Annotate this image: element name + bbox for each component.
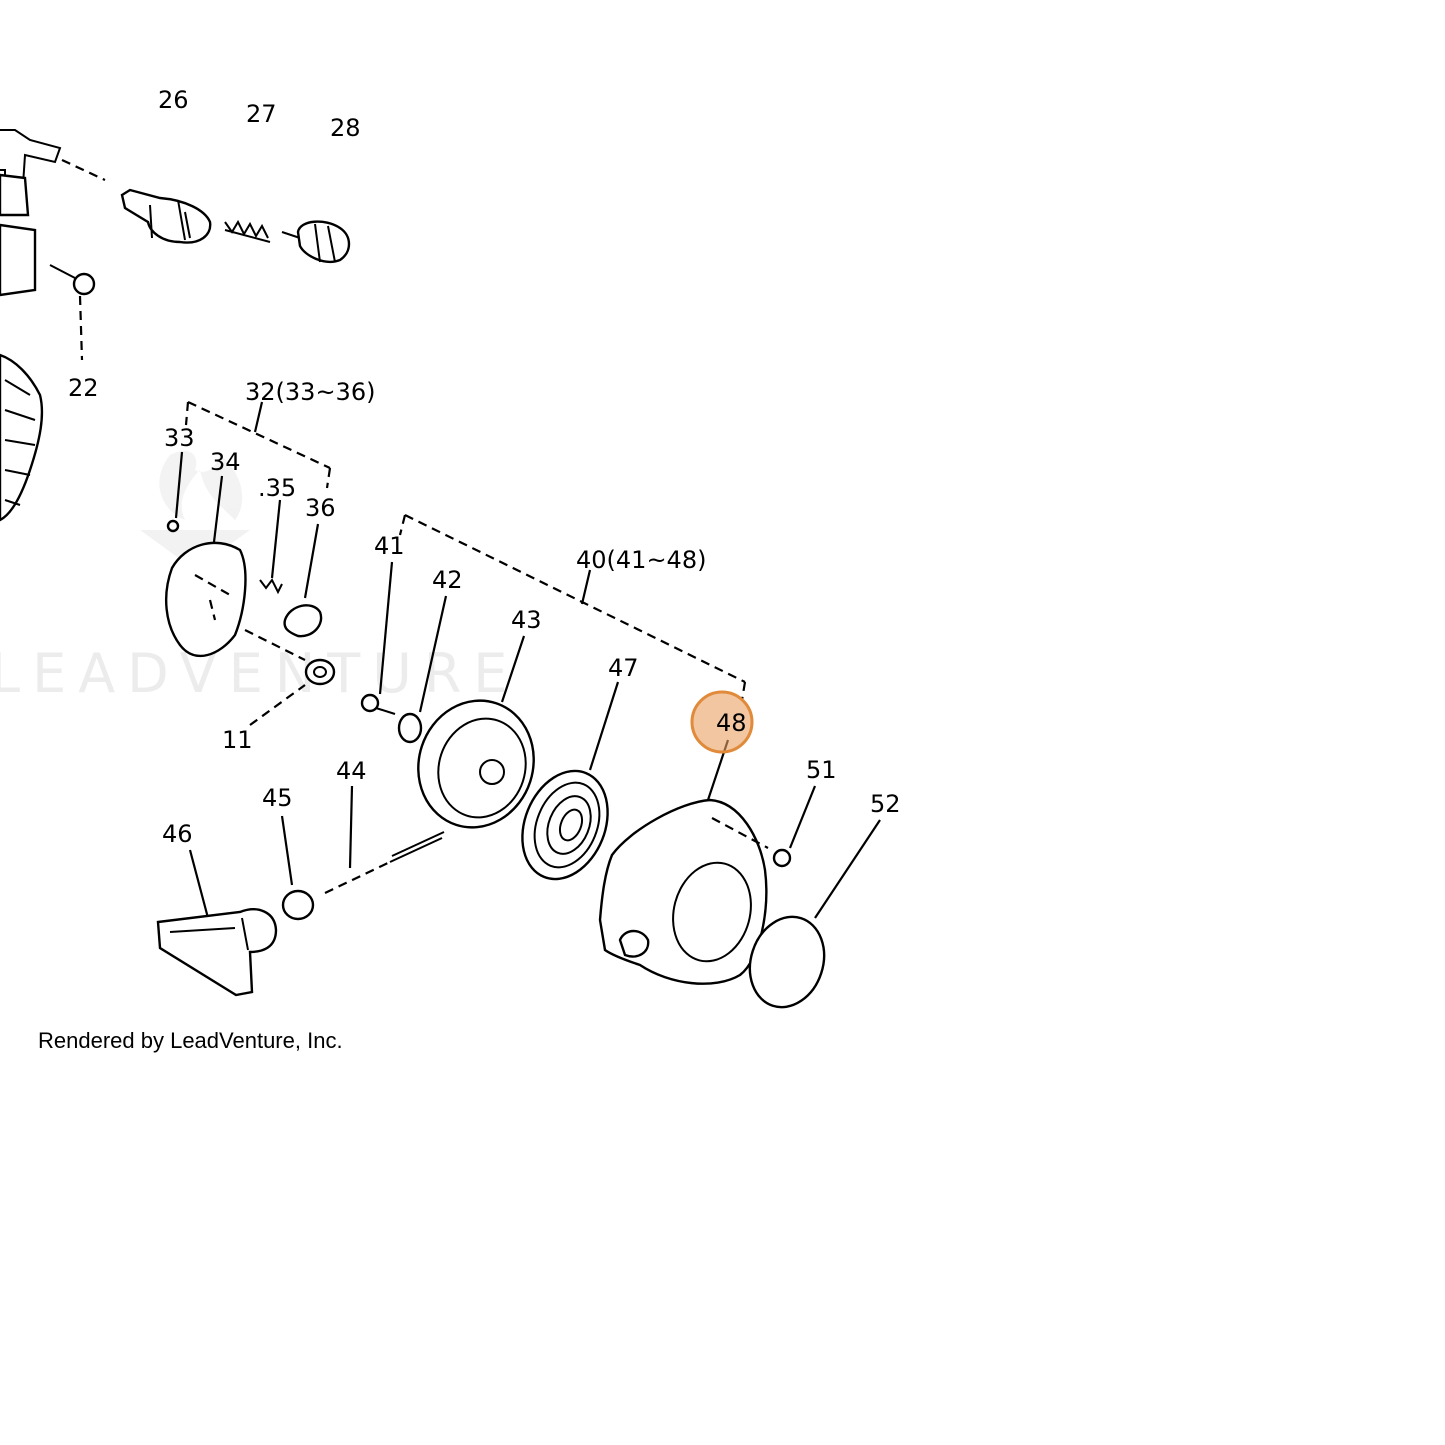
footer-credit: Rendered by LeadVenture, Inc. — [38, 1028, 343, 1053]
flywheel-fragment — [0, 353, 44, 522]
watermark-text: LEADVENTURE — [0, 642, 519, 705]
part-44-rope — [324, 785, 445, 894]
label-36[interactable]: 36 — [305, 494, 336, 522]
label-51[interactable]: 51 — [806, 756, 837, 784]
label-46[interactable]: 46 — [162, 820, 193, 848]
part-51-bolt — [711, 785, 817, 868]
label-45[interactable]: 45 — [262, 784, 293, 812]
part-43-pulley — [417, 635, 535, 829]
assembly-32-bracket — [184, 401, 332, 489]
label-26[interactable]: 26 — [158, 86, 189, 114]
label-35[interactable]: .35 — [258, 474, 296, 502]
part-46-starter-handle — [156, 849, 278, 997]
fuel-pipe-assembly — [0, 129, 106, 297]
label-11[interactable]: 11 — [222, 726, 253, 754]
part-27-spring — [224, 219, 271, 243]
part-47-recoil-spring — [521, 681, 620, 881]
part-35-spring — [259, 499, 283, 595]
part-34-cover — [164, 475, 247, 657]
part-33-clip — [166, 451, 184, 533]
label-28[interactable]: 28 — [330, 114, 361, 142]
label-47[interactable]: 47 — [608, 654, 639, 682]
label-22[interactable]: 22 — [68, 374, 99, 402]
label-44[interactable]: 44 — [336, 757, 367, 785]
part-22-bolt — [49, 264, 96, 361]
label-33[interactable]: 33 — [164, 424, 195, 452]
part-28-adjust-screw — [281, 220, 351, 263]
part-52-seal-ring — [748, 819, 881, 1009]
label-42[interactable]: 42 — [432, 566, 463, 594]
label-32[interactable]: 32(33~36) — [245, 378, 375, 406]
label-52[interactable]: 52 — [870, 790, 901, 818]
part-42-washer — [397, 595, 448, 744]
part-26-primer-bulb — [120, 188, 212, 244]
part-41-bolt — [360, 561, 396, 715]
label-41[interactable]: 41 — [374, 532, 405, 560]
part-48-starter-case — [598, 739, 768, 985]
part-11-nut — [244, 629, 336, 726]
part-36-lever — [283, 523, 323, 638]
assembly-40-bracket — [398, 514, 747, 701]
label-43[interactable]: 43 — [511, 606, 542, 634]
label-27[interactable]: 27 — [246, 100, 277, 128]
part-45-grommet — [280, 815, 315, 921]
highlight-marker[interactable] — [690, 690, 754, 754]
label-34[interactable]: 34 — [210, 448, 241, 476]
label-40[interactable]: 40(41~48) — [576, 546, 706, 574]
label-48[interactable]: 48 — [716, 709, 747, 737]
